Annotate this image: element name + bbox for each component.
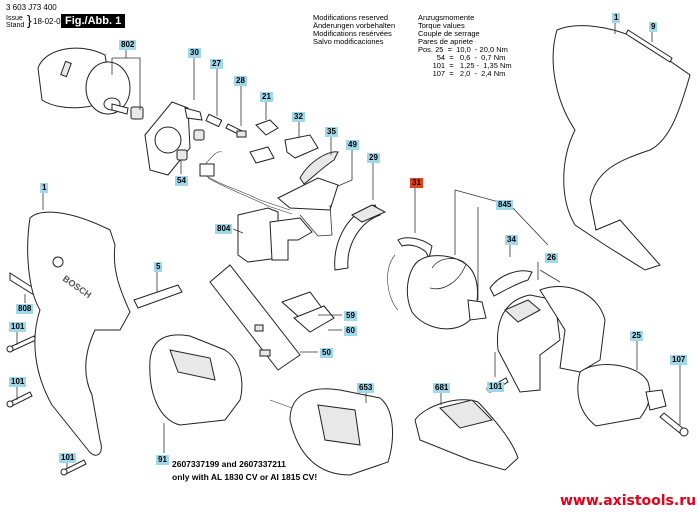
battery-note-line2: only with AL 1830 CV or AI 1815 CV!: [172, 472, 318, 482]
torque-pos: 101: [432, 61, 446, 70]
brace-glyph: }: [27, 12, 32, 28]
modifications-notes: Modifications reserved Änderungen vorbeh…: [313, 14, 395, 46]
torque-table: Anzugsmomente Torque values Couple de se…: [418, 14, 512, 78]
motor-part[interactable]: [37, 47, 131, 115]
torque-title: Pares de apriete: [418, 37, 474, 46]
note-line: Modifications resérvées: [313, 29, 392, 38]
gearbox-part[interactable]: [407, 255, 487, 330]
torque-range: 2,0 - 2,4 Nm: [459, 69, 506, 78]
clip-part[interactable]: [387, 237, 433, 311]
part-label-107[interactable]: 107: [670, 355, 688, 365]
part-label-32[interactable]: 32: [292, 112, 305, 122]
torque-range: 1,25 - 1,35 Nm: [459, 61, 512, 70]
cover-strip-part[interactable]: [133, 284, 183, 309]
battery-compatibility-note: 2607337199 and 2607337211 only with AL 1…: [172, 458, 317, 484]
torque-range: 10,0 - 20,0 Nm: [456, 45, 508, 54]
part-label-1-left[interactable]: 1: [40, 183, 49, 193]
battery-cover-part[interactable]: [414, 399, 519, 471]
part-label-49[interactable]: 49: [346, 140, 359, 150]
part-label-21[interactable]: 21: [260, 92, 273, 102]
part-label-29[interactable]: 29: [367, 153, 380, 163]
part-label-50[interactable]: 50: [320, 348, 333, 358]
pin-part[interactable]: [225, 123, 247, 138]
part-label-31[interactable]: 31: [410, 178, 423, 188]
strip-9-part[interactable]: [625, 29, 673, 63]
switch-button-part[interactable]: [255, 119, 279, 136]
torque-row: 101 = 1,25 - 1,35 Nm: [432, 61, 512, 70]
small-pcb-part[interactable]: [249, 146, 275, 164]
ring-segment-part[interactable]: [334, 204, 387, 271]
part-label-101[interactable]: 101: [59, 453, 77, 463]
pcb-with-wire-part[interactable]: [277, 177, 339, 237]
bushing-part[interactable]: [193, 129, 205, 141]
part-label-681[interactable]: 681: [433, 383, 451, 393]
slider-34-part[interactable]: [489, 270, 533, 297]
stand-label: Stand: [6, 22, 25, 29]
part-label-5[interactable]: 5: [154, 262, 163, 272]
part-label-54[interactable]: 54: [175, 176, 188, 186]
part-label-27[interactable]: 27: [210, 59, 223, 69]
part-label-1-right[interactable]: 1: [612, 13, 621, 23]
torque-pos: 25: [435, 45, 444, 54]
torque-row: 107 = 2,0 - 2,4 Nm: [432, 69, 506, 78]
part-label-101[interactable]: 101: [487, 382, 505, 392]
part-label-101[interactable]: 101: [9, 322, 27, 332]
torque-prefix: Pos.: [418, 45, 434, 54]
torque-title: Anzugsmomente: [418, 13, 475, 22]
left-housing-part[interactable]: [27, 211, 131, 456]
electronic-switch-part[interactable]: [237, 207, 313, 263]
part-label-101[interactable]: 101: [9, 377, 27, 387]
note-line: Modifications reserved: [313, 13, 389, 22]
torque-title: Couple de serrage: [418, 29, 480, 38]
bushing-54-part[interactable]: [176, 149, 188, 161]
slider-part[interactable]: [299, 151, 339, 185]
part-label-60[interactable]: 60: [344, 326, 357, 336]
cover-plate-60-part[interactable]: [293, 305, 335, 333]
torque-range: 0,6 - 0,7 Nm: [459, 53, 506, 62]
part-label-845[interactable]: 845: [496, 200, 514, 210]
part-label-35[interactable]: 35: [325, 127, 338, 137]
part-label-9[interactable]: 9: [649, 22, 658, 32]
part-label-59[interactable]: 59: [344, 311, 357, 321]
main-pcb-part[interactable]: [209, 264, 301, 371]
right-housing-part[interactable]: [552, 25, 691, 271]
chuck-part[interactable]: [577, 364, 667, 427]
pinion-part[interactable]: [130, 106, 144, 120]
torque-row: 54 = 0,6 - 0,7 Nm: [436, 53, 506, 62]
part-label-25[interactable]: 25: [630, 331, 643, 341]
part-label-34[interactable]: 34: [505, 235, 518, 245]
front-housing-part[interactable]: [496, 286, 606, 393]
charger-part[interactable]: [269, 388, 393, 476]
part-label-26[interactable]: 26: [545, 253, 558, 263]
part-label-802[interactable]: 802: [119, 40, 137, 50]
torque-title: Torque values: [418, 21, 465, 30]
battery-part[interactable]: [149, 334, 243, 426]
part-label-30[interactable]: 30: [188, 48, 201, 58]
screw-101-part[interactable]: [6, 391, 33, 408]
website-watermark[interactable]: www.axistools.ru: [560, 493, 697, 509]
note-line: Änderungen vorbehalten: [313, 21, 396, 30]
screw-101-part[interactable]: [6, 335, 37, 353]
part-label-808[interactable]: 808: [16, 304, 34, 314]
part-label-28[interactable]: 28: [234, 76, 247, 86]
part-label-653[interactable]: 653: [357, 383, 375, 393]
issue-stand-label: Issue Stand: [6, 15, 24, 29]
note-line: Salvo modificaciones: [313, 37, 384, 46]
switch-carrier-part[interactable]: [284, 134, 319, 159]
part-label-91[interactable]: 91: [156, 455, 169, 465]
torque-pos: 54: [436, 53, 446, 62]
gear-plate-part[interactable]: [144, 101, 203, 176]
issue-date: 18-02-05: [33, 17, 66, 26]
spring-part[interactable]: [205, 113, 223, 128]
torque-pos: 107: [432, 69, 446, 78]
wire-harness-part[interactable]: [199, 151, 293, 215]
torque-row: Pos. 25 = 10,0 - 20,0 Nm: [418, 45, 508, 54]
battery-note-line1: 2607337199 and 2607337211: [172, 459, 286, 469]
document-number: 3 603 J73 400: [6, 3, 57, 12]
screw-107-part[interactable]: [659, 412, 689, 437]
issue-label: Issue: [6, 15, 23, 22]
figure-badge: Fig./Abb. 1: [61, 14, 126, 28]
screw-101-part[interactable]: [60, 459, 87, 476]
part-label-804[interactable]: 804: [215, 224, 233, 234]
